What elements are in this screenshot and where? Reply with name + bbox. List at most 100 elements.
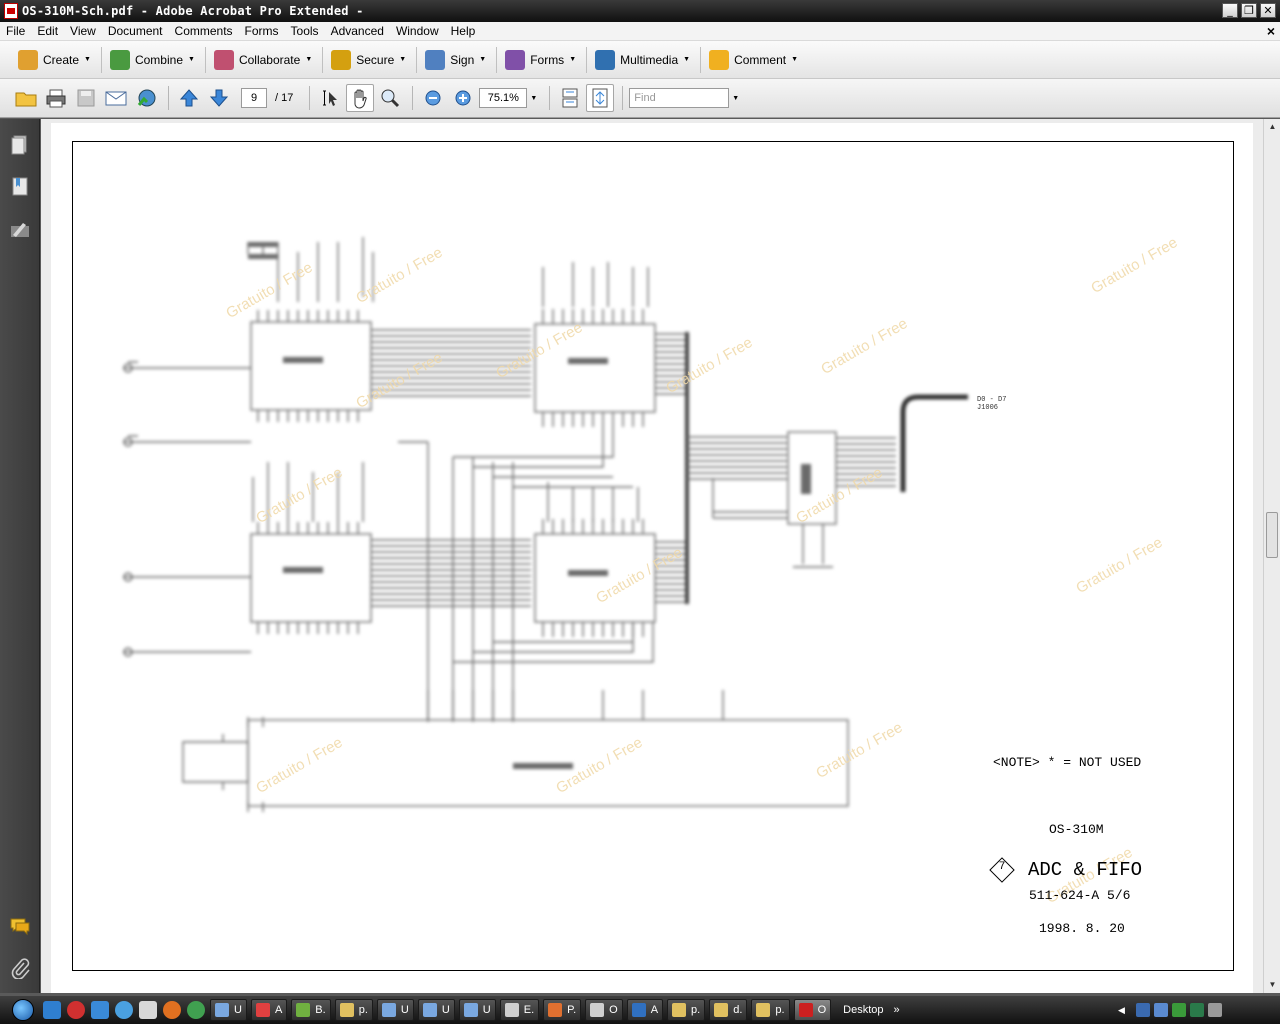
chrome-icon[interactable] (187, 1001, 205, 1019)
marquee-zoom-button[interactable] (376, 84, 404, 112)
window-title: OS-310M-Sch.pdf - Adobe Acrobat Pro Exte… (22, 4, 364, 18)
create-button[interactable]: Create▼ (12, 45, 97, 75)
tray-app-icon[interactable] (1172, 1003, 1186, 1017)
taskbar-button[interactable]: E. (499, 999, 540, 1021)
start-button[interactable] (12, 999, 34, 1021)
vertical-scrollbar[interactable]: ▲ ▼ (1263, 119, 1280, 993)
zoom-level-input[interactable]: 75.1% (479, 88, 528, 108)
lock-icon (331, 49, 352, 70)
document-view[interactable]: Gratuito / Free Gratuito / Free Gratuito… (41, 119, 1263, 993)
taskbar-button[interactable]: p. (751, 999, 790, 1021)
minimize-button[interactable]: _ (1222, 3, 1238, 18)
select-tool-button[interactable] (316, 84, 344, 112)
page-number-input[interactable]: 9 (241, 88, 267, 108)
taskbar-button[interactable]: p. (334, 999, 373, 1021)
taskbar-button-acrobat[interactable]: O (793, 999, 832, 1021)
navigation-pane (0, 119, 40, 993)
taskbar-button[interactable]: A (626, 999, 664, 1021)
zoom-dropdown-icon[interactable]: ▼ (530, 94, 538, 102)
media-player-icon[interactable] (115, 1001, 133, 1019)
zoom-in-button[interactable] (449, 84, 477, 112)
calendar-icon[interactable] (139, 1001, 157, 1019)
tray-arrow-icon[interactable]: ◀ (1118, 1005, 1125, 1015)
find-dropdown-icon[interactable]: ▼ (732, 94, 740, 102)
menu-help[interactable]: Help (450, 24, 476, 38)
scrolling-mode-button[interactable] (556, 84, 584, 112)
taskbar-button[interactable]: d. (709, 999, 748, 1021)
taskbar-button[interactable]: p. (667, 999, 706, 1021)
calendar-icon (590, 1003, 605, 1017)
signatures-icon[interactable] (9, 219, 31, 241)
multimedia-button[interactable]: Multimedia▼ (589, 45, 696, 75)
folder-icon (339, 1003, 354, 1017)
hand-tool-button[interactable] (346, 84, 375, 112)
folder-icon (714, 1003, 729, 1017)
multimedia-icon (595, 49, 616, 70)
restore-button[interactable]: ❐ (1241, 3, 1257, 18)
email-button[interactable] (102, 84, 130, 112)
taskbar-button[interactable]: B. (291, 999, 331, 1021)
menu-tools[interactable]: Tools (290, 24, 319, 38)
firefox-icon[interactable] (163, 1001, 181, 1019)
comment-button[interactable]: Comment▼ (703, 45, 804, 75)
pages-icon[interactable] (9, 133, 31, 155)
taskbar-button[interactable]: O (585, 999, 623, 1021)
taskbar-button[interactable]: U (210, 999, 247, 1021)
desktop-toolbar-label[interactable]: Desktop (843, 1004, 884, 1016)
browser-icon[interactable] (91, 1001, 109, 1019)
forms-button[interactable]: Forms▼ (499, 45, 582, 75)
scroll-up-icon[interactable]: ▲ (1268, 122, 1277, 131)
menu-file[interactable]: File (6, 24, 26, 38)
scroll-thumb[interactable] (1266, 512, 1278, 558)
menu-document[interactable]: Document (107, 24, 163, 38)
acrobat-icon (798, 1003, 813, 1017)
print-button[interactable] (42, 84, 70, 112)
menu-forms[interactable]: Forms (244, 24, 279, 38)
signal-label: D0 - D7 J1006 (977, 396, 1007, 412)
taskbar-button[interactable]: U (417, 999, 455, 1021)
menu-view[interactable]: View (70, 24, 96, 38)
collaborate-button[interactable]: Collaborate▼ (208, 45, 318, 75)
open-button[interactable] (12, 84, 40, 112)
previous-page-button[interactable] (175, 84, 203, 112)
secure-button[interactable]: Secure▼ (325, 45, 412, 75)
taskbar-button[interactable]: A (250, 999, 288, 1021)
scrolling-mode-icon (562, 88, 578, 108)
fit-page-button[interactable] (586, 84, 615, 112)
folder-icon (15, 92, 37, 107)
sign-button[interactable]: Sign▼ (419, 45, 492, 75)
sheet-title: ADC & FIFO (1028, 859, 1143, 881)
taskbar-button[interactable]: U (458, 999, 496, 1021)
attachments-icon[interactable] (9, 957, 31, 979)
save-button[interactable] (72, 84, 100, 112)
menu-window[interactable]: Window (395, 24, 439, 38)
menu-advanced[interactable]: Advanced (330, 24, 384, 38)
close-document-icon[interactable]: × (1266, 23, 1275, 39)
close-button[interactable]: ✕ (1260, 3, 1276, 18)
zoom-out-button[interactable] (419, 84, 447, 112)
arrow-down-icon (209, 89, 229, 107)
fit-page-icon (592, 88, 608, 108)
combine-button[interactable]: Combine▼ (104, 45, 201, 75)
forms-icon (505, 49, 526, 70)
language-icon[interactable] (1136, 1003, 1150, 1017)
ie-icon[interactable] (43, 1001, 61, 1019)
volume-icon[interactable] (1208, 1003, 1222, 1017)
upload-button[interactable] (132, 84, 160, 112)
next-page-button[interactable] (205, 84, 233, 112)
comments-pane-icon[interactable] (9, 915, 31, 937)
taskbar-button[interactable]: P. (543, 999, 582, 1021)
menu-edit[interactable]: Edit (37, 24, 59, 38)
acrobat-app-icon (4, 3, 18, 19)
monitor-icon[interactable] (1190, 1003, 1204, 1017)
find-input[interactable]: Find (629, 88, 730, 108)
taskbar-button[interactable]: U (376, 999, 414, 1021)
menu-comments[interactable]: Comments (174, 24, 233, 38)
chevron-right-icon[interactable]: » (893, 1004, 900, 1016)
arrow-up-icon (179, 89, 199, 107)
bookmarks-icon[interactable] (9, 175, 31, 197)
opera-icon[interactable] (67, 1001, 85, 1019)
schematic-drawing (123, 237, 968, 812)
scroll-down-icon[interactable]: ▼ (1268, 980, 1277, 989)
network-icon[interactable] (1154, 1003, 1168, 1017)
